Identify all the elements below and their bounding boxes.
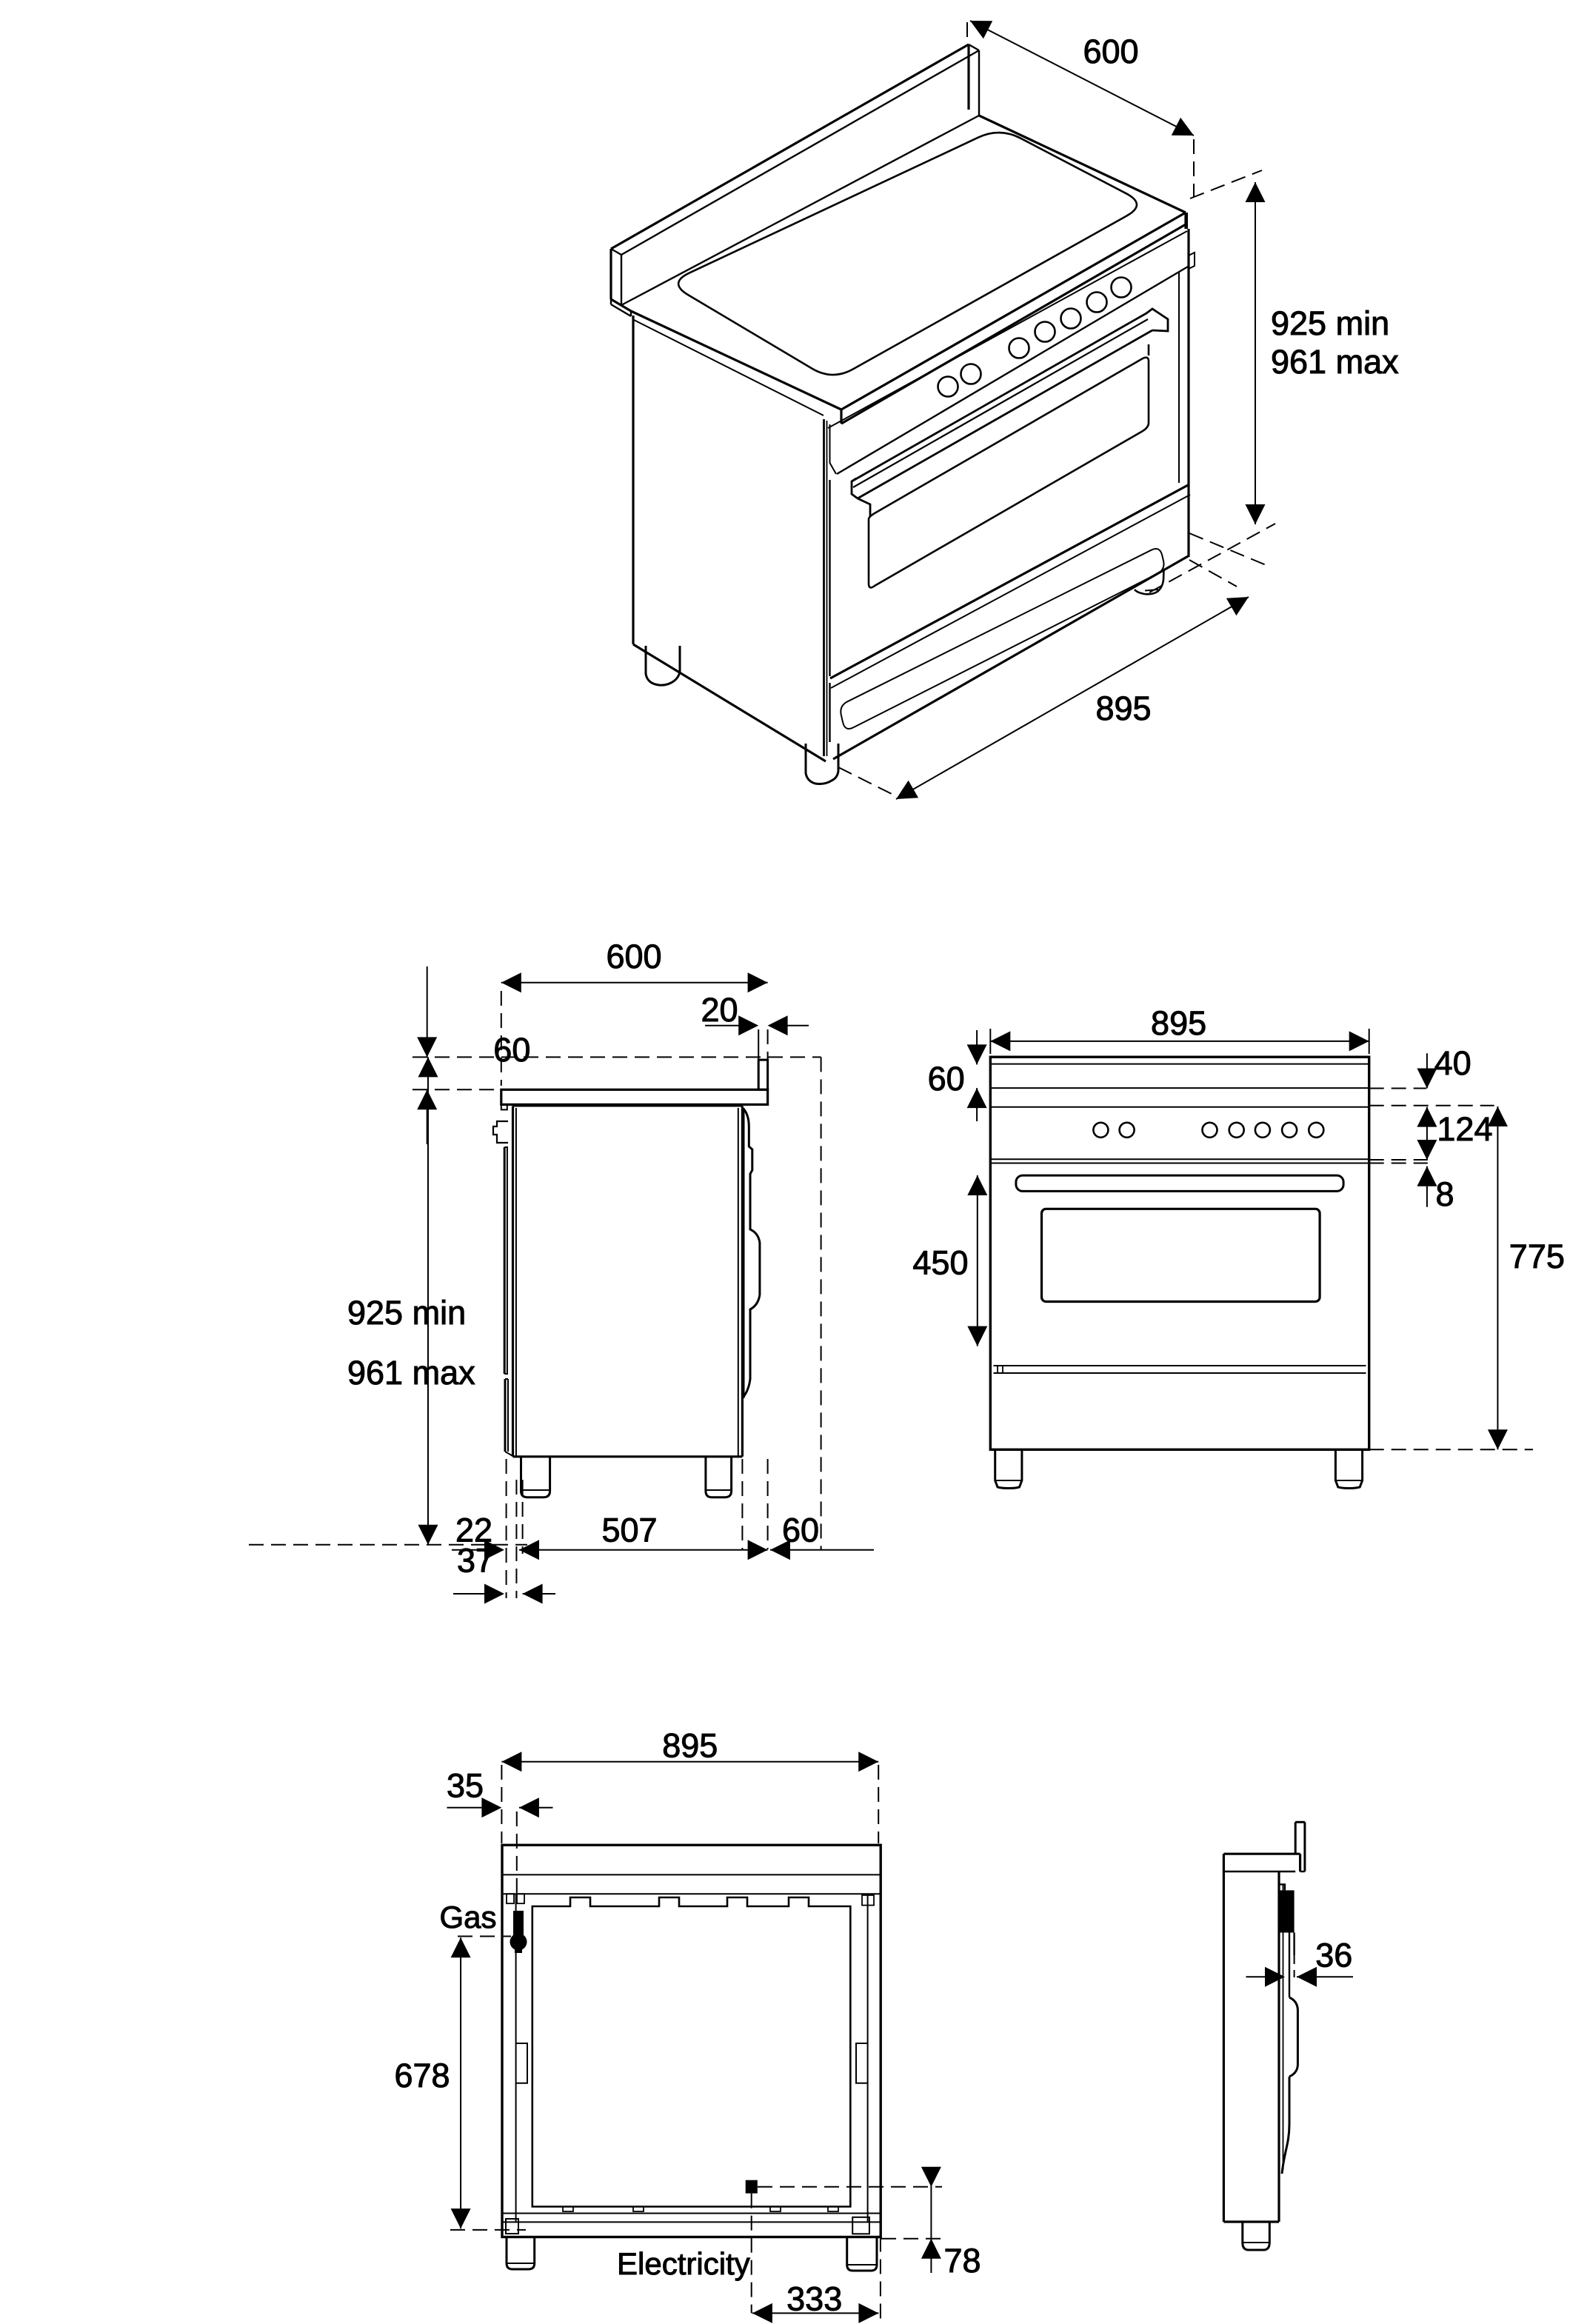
svg-text:35: 35 bbox=[447, 1767, 484, 1805]
svg-text:20: 20 bbox=[701, 991, 738, 1029]
svg-text:450: 450 bbox=[912, 1243, 968, 1281]
svg-text:600: 600 bbox=[1083, 33, 1138, 70]
svg-text:36: 36 bbox=[1315, 1937, 1352, 1974]
svg-text:60: 60 bbox=[493, 1031, 530, 1069]
svg-text:333: 333 bbox=[786, 2280, 842, 2318]
svg-text:37: 37 bbox=[457, 1541, 494, 1579]
svg-text:925 min: 925 min bbox=[347, 1294, 466, 1332]
svg-text:8: 8 bbox=[1436, 1175, 1454, 1213]
svg-text:600: 600 bbox=[606, 938, 661, 975]
svg-text:925 min: 925 min bbox=[1271, 304, 1389, 342]
svg-text:60: 60 bbox=[782, 1512, 819, 1549]
svg-text:22: 22 bbox=[455, 1512, 492, 1549]
svg-text:895: 895 bbox=[662, 1727, 718, 1765]
svg-text:Gas: Gas bbox=[440, 1900, 497, 1934]
svg-text:78: 78 bbox=[944, 2242, 981, 2280]
svg-text:Electricity: Electricity bbox=[617, 2246, 750, 2281]
svg-text:60: 60 bbox=[928, 1060, 965, 1098]
svg-text:40: 40 bbox=[1434, 1044, 1472, 1082]
svg-text:895: 895 bbox=[1151, 1004, 1206, 1042]
svg-text:507: 507 bbox=[601, 1512, 657, 1549]
svg-text:775: 775 bbox=[1509, 1238, 1565, 1275]
svg-text:961 max: 961 max bbox=[1271, 343, 1399, 381]
svg-text:961 max: 961 max bbox=[347, 1354, 475, 1392]
svg-text:895: 895 bbox=[1095, 689, 1151, 727]
svg-text:678: 678 bbox=[394, 2057, 450, 2094]
svg-text:124: 124 bbox=[1437, 1110, 1492, 1148]
